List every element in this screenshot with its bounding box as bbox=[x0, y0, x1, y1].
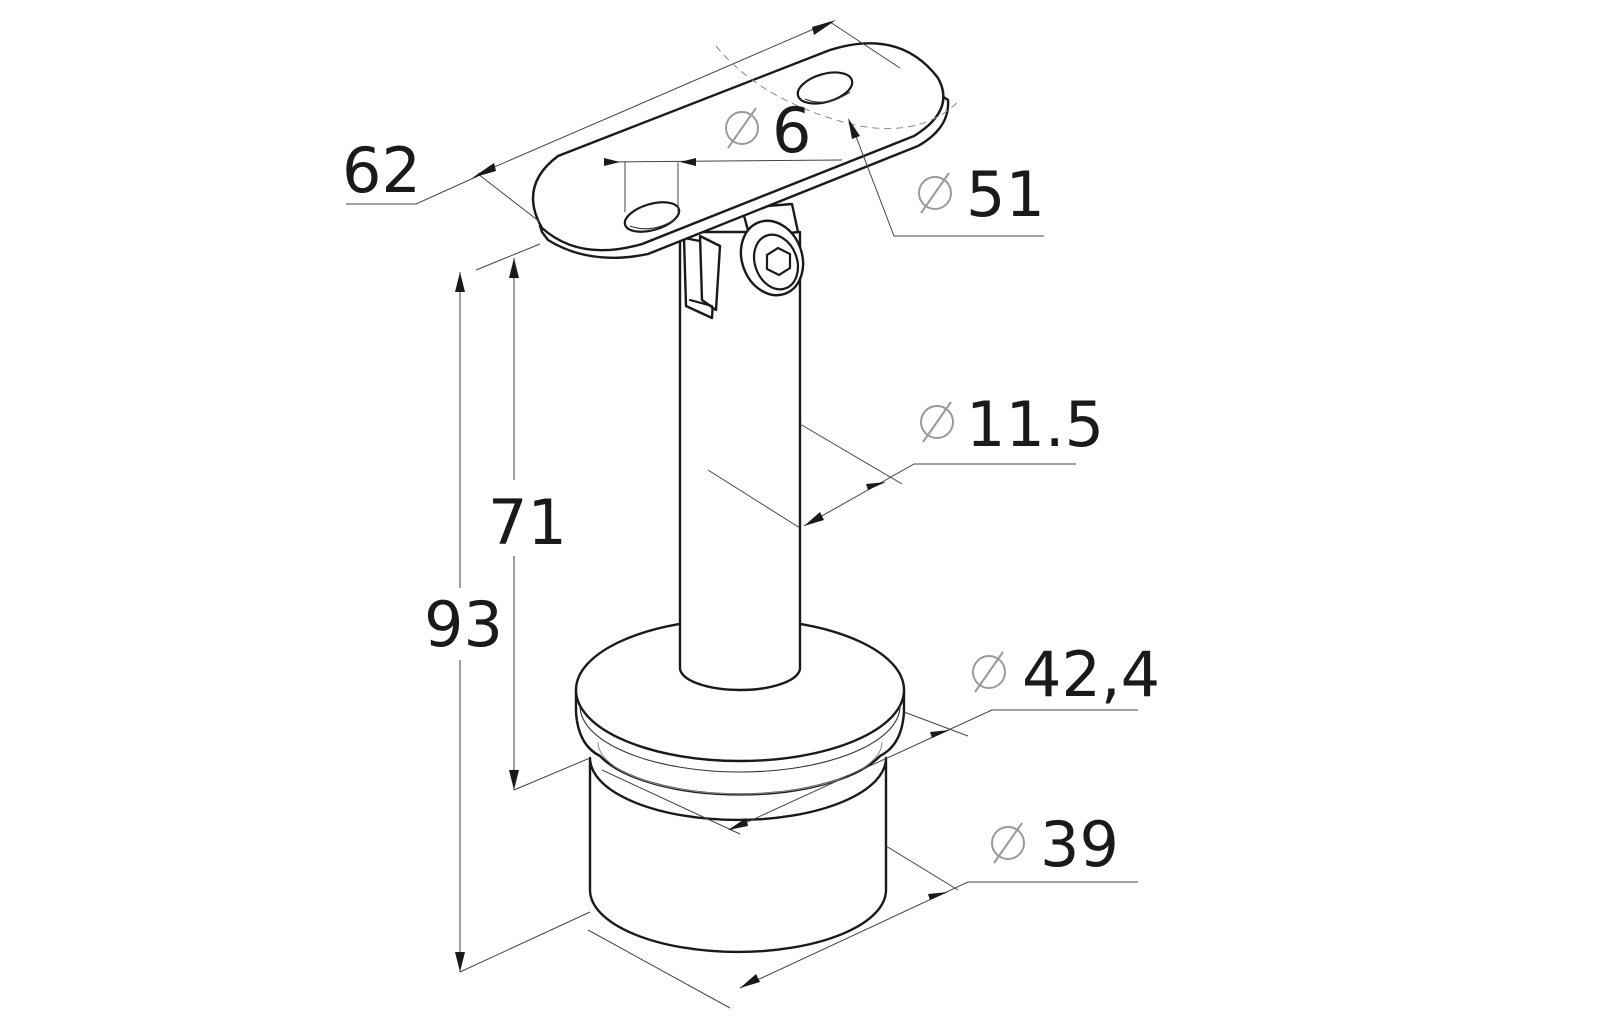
spigot-cylinder bbox=[588, 756, 888, 954]
diameter-symbol-39 bbox=[991, 822, 1025, 864]
diameter-symbol-51 bbox=[918, 172, 952, 214]
dimension-label-62: 62 bbox=[342, 134, 421, 207]
dimension-label-42-4: 42,4 bbox=[1022, 638, 1160, 711]
dimension-42-4 bbox=[601, 709, 1138, 835]
dimension-6 bbox=[603, 158, 843, 212]
dimension-11-5 bbox=[707, 423, 1076, 529]
mounting-hole-front bbox=[623, 201, 681, 233]
dimension-label-51: 51 bbox=[966, 158, 1045, 231]
dimension-51 bbox=[715, 45, 1044, 237]
hex-socket-icon bbox=[765, 246, 792, 277]
dimension-62 bbox=[346, 20, 901, 223]
dimension-label-39: 39 bbox=[1040, 808, 1119, 881]
dimension-label-6: 6 bbox=[772, 94, 811, 167]
socket-bolt bbox=[739, 219, 805, 297]
diameter-symbol-11-5 bbox=[920, 401, 954, 443]
diameter-symbol-42-4 bbox=[972, 651, 1006, 693]
dimension-label-71: 71 bbox=[488, 486, 567, 559]
dimension-label-93: 93 bbox=[424, 588, 503, 661]
saddle-plate bbox=[531, 42, 950, 259]
dimension-label-11-5: 11.5 bbox=[966, 388, 1104, 461]
diameter-symbol-6 bbox=[725, 107, 759, 149]
dimension-93 bbox=[455, 272, 591, 973]
support-tube bbox=[678, 230, 802, 692]
dimension-71 bbox=[475, 243, 591, 791]
dimension-39 bbox=[587, 845, 1138, 1009]
